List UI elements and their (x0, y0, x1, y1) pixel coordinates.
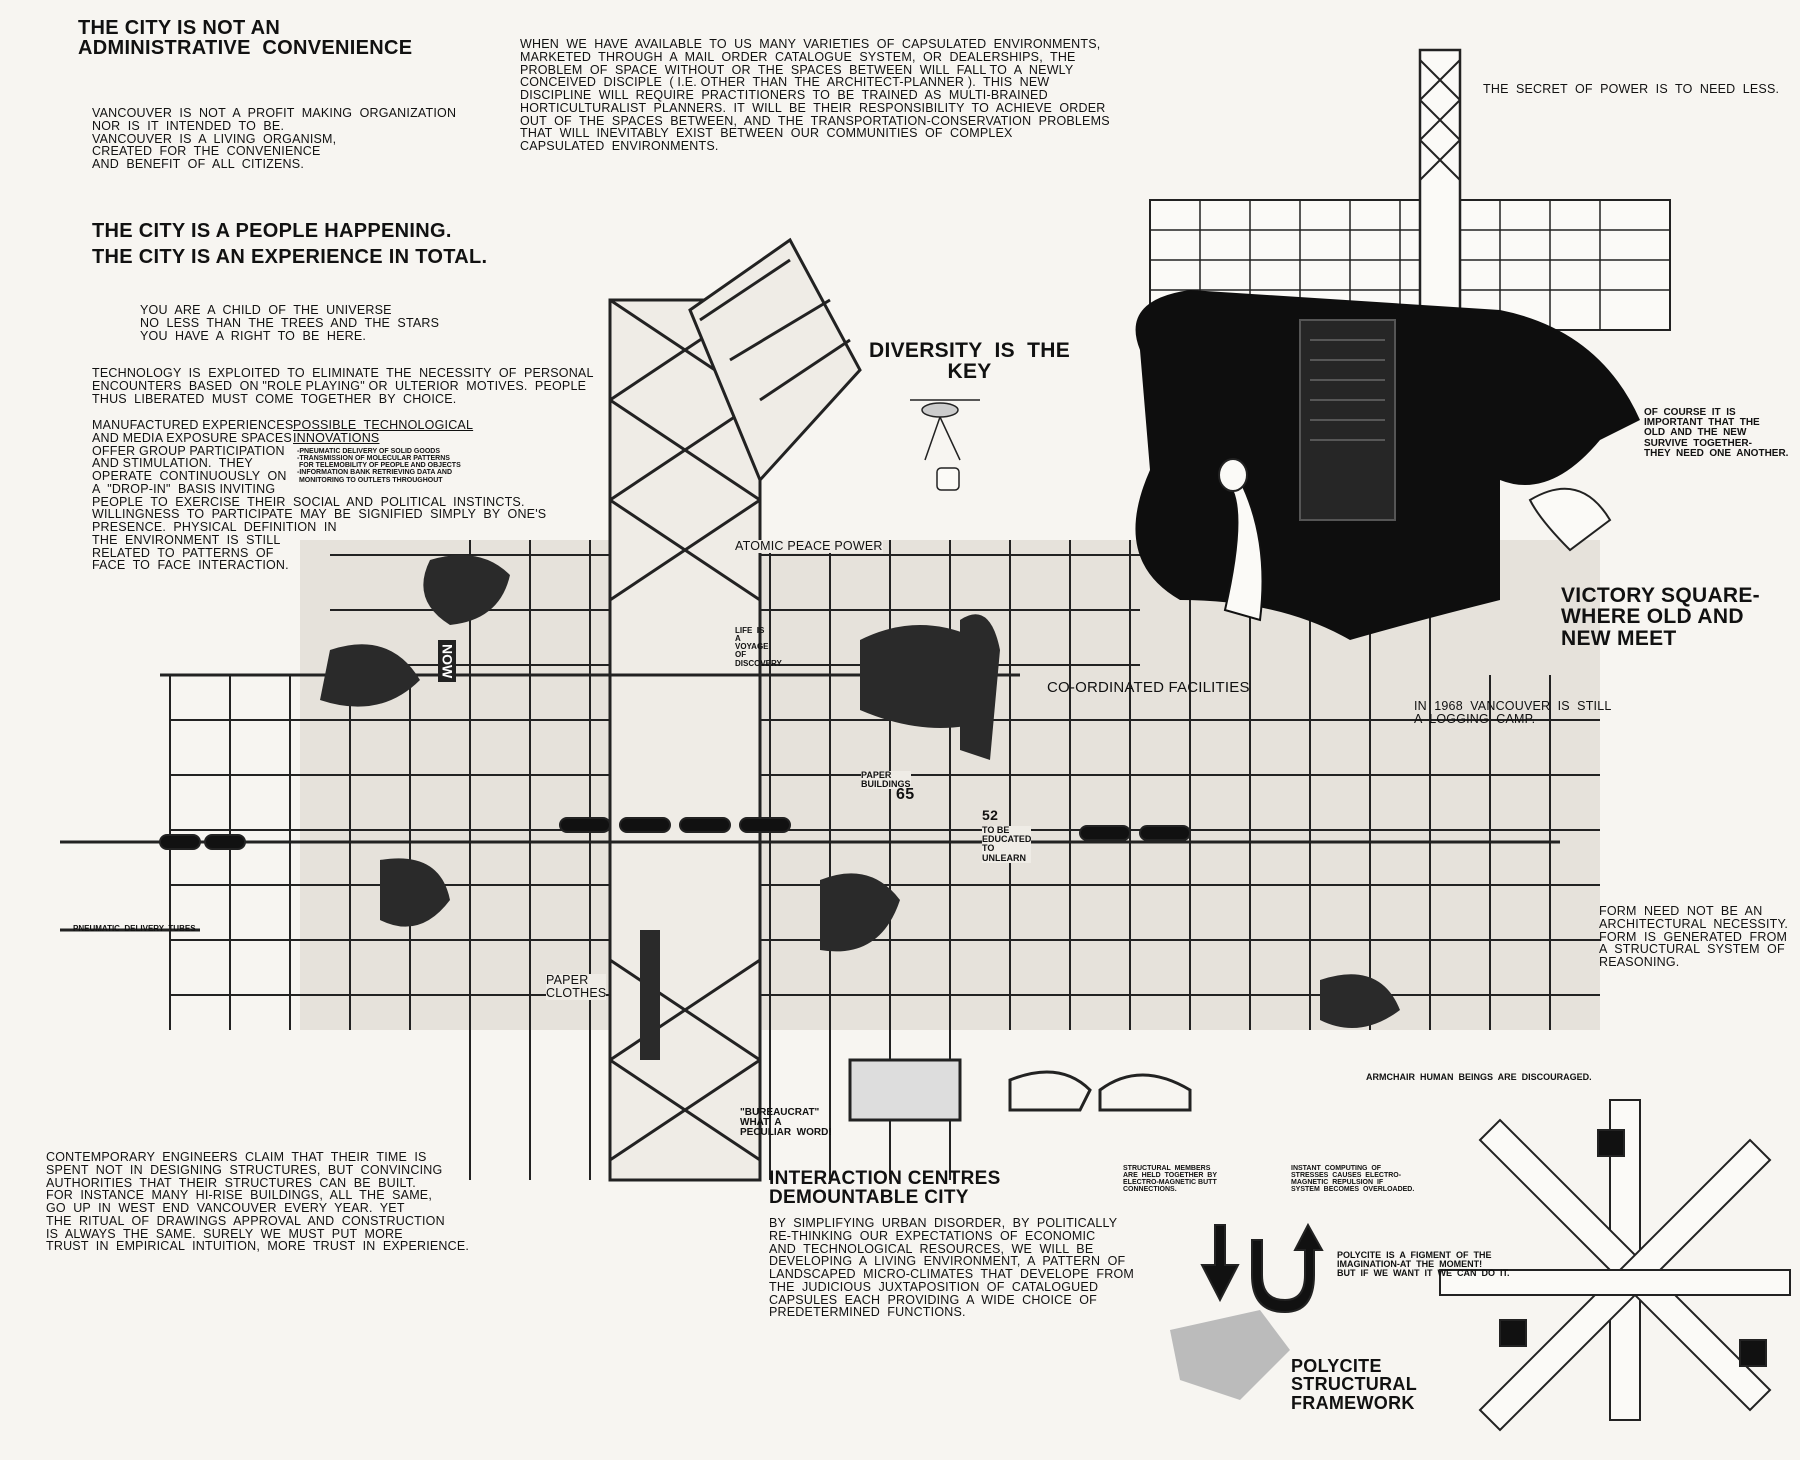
capsule-vehicles (848, 1058, 1192, 1122)
coordinated-facilities-label: CO-ORDINATED FACILITIES (1047, 679, 1250, 696)
lattice-tower (608, 237, 862, 1182)
capsule-train (159, 817, 1191, 850)
polycite-framework-drawing (1170, 1099, 1791, 1432)
innovations-list: -PNEUMATIC DELIVERY OF SOLID GOODS -TRAN… (297, 448, 461, 484)
now-sign: NOW (438, 640, 457, 683)
armchair-text: ARMCHAIR HUMAN BEINGS ARE DISCOURAGED. (1366, 1072, 1592, 1082)
helicopter-icon (910, 399, 980, 491)
educated-label: TO BE EDUCATED TO UNLEARN (982, 825, 1032, 863)
paper-buildings-label: PAPER BUILDINGS (861, 770, 911, 790)
atomic-peace-power-label: ATOMIC PEACE POWER (735, 539, 883, 553)
vancouver-statement: VANCOUVER IS NOT A PROFIT MAKING ORGANIZ… (92, 106, 457, 171)
pneumatic-tubes-label: PNEUMATIC DELIVERY TUBES (73, 924, 196, 933)
technology-text: TECHNOLOGY IS EXPLOITED TO ELIMINATE THE… (92, 366, 594, 406)
of-course-text: OF COURSE IT IS IMPORTANT THAT THE OLD A… (1644, 407, 1789, 459)
life-voyage-label: LIFE IS A VOYAGE OF DISCOVERY (735, 626, 782, 668)
figment-text: POLYCITE IS A FIGMENT OF THE IMAGINATION… (1337, 1250, 1510, 1279)
form-need-text: FORM NEED NOT BE AN ARCHITECTURAL NECESS… (1599, 904, 1789, 969)
simplifying-text: BY SIMPLIFYING URBAN DISORDER, BY POLITI… (769, 1216, 1134, 1320)
victory-square-heading: VICTORY SQUARE- WHERE OLD AND NEW MEET (1561, 584, 1760, 650)
diversity-heading: DIVERSITY IS THE KEY (869, 339, 1071, 384)
polycite-heading: POLYCITE STRUCTURAL FRAMEWORK (1291, 1356, 1417, 1413)
bureaucrat-text: "BUREAUCRAT" WHAT A PECULIAR WORD! (740, 1107, 832, 1139)
victory-square-sketch (1135, 48, 1671, 640)
manufactured-experiences-text: MANUFACTURED EXPERIENCES AND MEDIA EXPOS… (92, 418, 547, 573)
secret-of-power-text: THE SECRET OF POWER IS TO NEED LESS. (1483, 82, 1780, 96)
interaction-centres-heading: INTERACTION CENTRES DEMOUNTABLE CITY (769, 1168, 1001, 1209)
engineers-text: CONTEMPORARY ENGINEERS CLAIM THAT THEIR … (46, 1150, 470, 1254)
educated-number: 52 (982, 807, 999, 823)
logging-camp-text: IN 1968 VANCOUVER IS STILL A LOGGING CAM… (1414, 699, 1612, 726)
paper-clothes-label: PAPER CLOTHES (546, 973, 607, 1000)
innovations-heading: POSSIBLE TECHNOLOGICAL INNOVATIONS (293, 418, 474, 445)
child-of-universe-text: YOU ARE A CHILD OF THE UNIVERSE NO LESS … (140, 303, 440, 343)
down-arrow-icon (1200, 1224, 1240, 1303)
poster-title: THE CITY IS NOT AN ADMINISTRATIVE CONVEN… (78, 17, 413, 60)
structural-members-text: STRUCTURAL MEMBERS ARE HELD TOGETHER BY … (1123, 1165, 1217, 1194)
capsule-blobs (320, 555, 1400, 1060)
capsulated-environments-text: WHEN WE HAVE AVAILABLE TO US MANY VARIET… (520, 37, 1110, 153)
people-happening-heading: THE CITY IS A PEOPLE HAPPENING. THE CITY… (92, 220, 488, 268)
paper-buildings-number: 65 (896, 786, 915, 803)
instant-computing-text: INSTANT COMPUTING OF STRESSES CAUSES ELE… (1291, 1165, 1415, 1194)
u-turn-arrow-icon (1251, 1222, 1324, 1314)
